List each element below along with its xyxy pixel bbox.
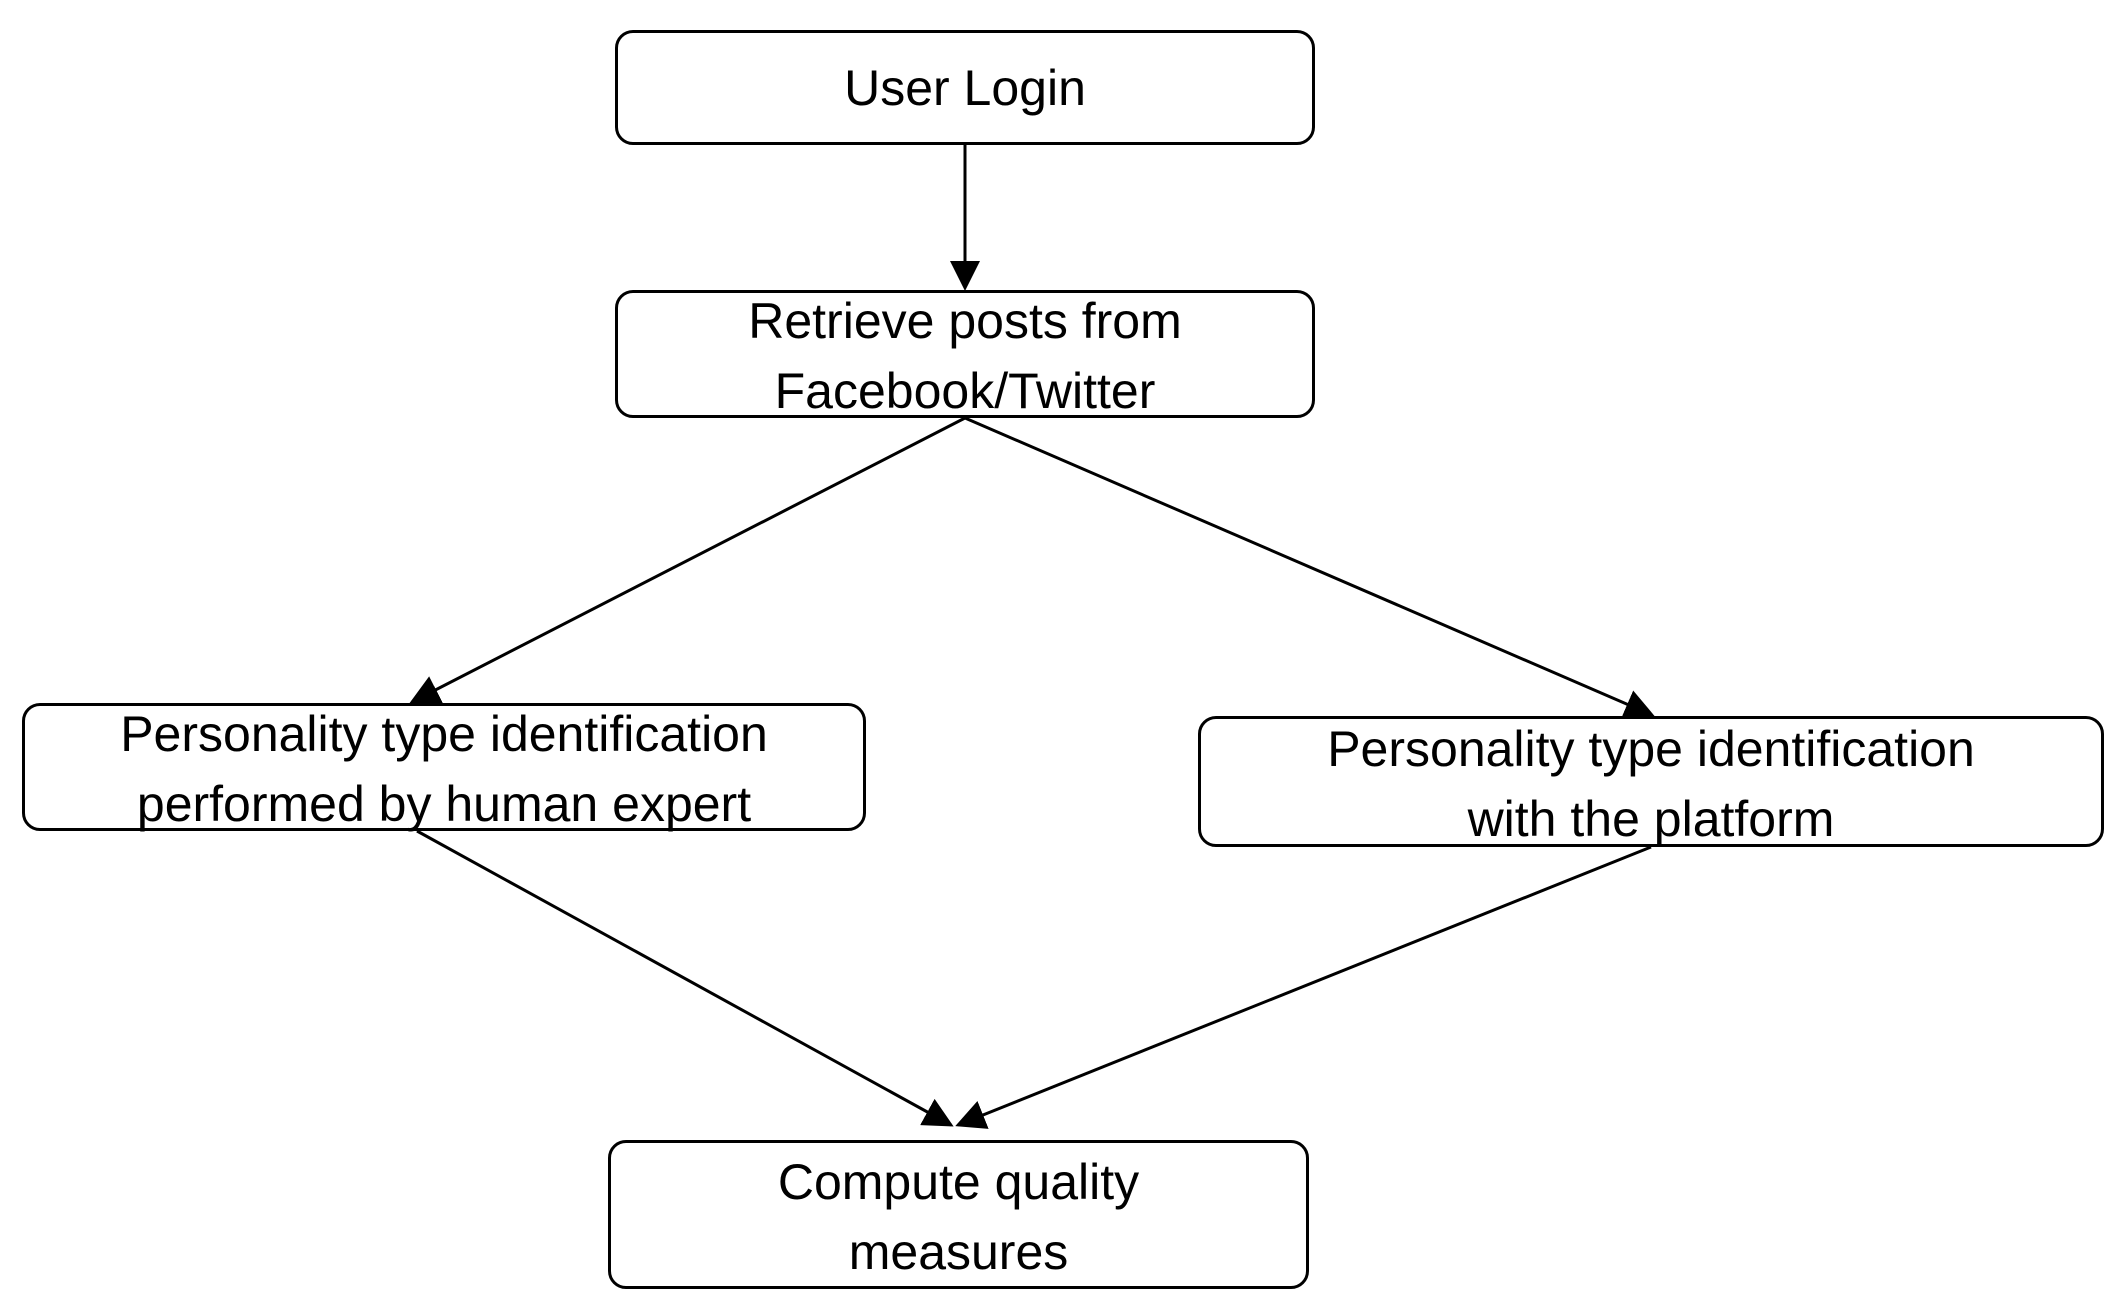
platform-node: Personality type identification with the… bbox=[1198, 716, 2104, 847]
arrow-retrieve-to-platform bbox=[964, 416, 1655, 719]
arrow-retrieve-to-human bbox=[409, 416, 966, 704]
arrow-human-to-compute bbox=[416, 829, 954, 1127]
human-expert-label: Personality type identification performe… bbox=[120, 706, 768, 832]
user-login-label: User Login bbox=[844, 59, 1086, 116]
compute-quality-measures-label: Compute quality measures bbox=[777, 1153, 1140, 1280]
retrieve-posts-label: Retrieve posts from Facebook/Twitter bbox=[748, 293, 1182, 419]
retrieve-posts-node: Retrieve posts from Facebook/Twitter bbox=[615, 290, 1315, 419]
arrow-platform-to-compute bbox=[955, 845, 1652, 1129]
compute-quality-measures-node: Compute quality measures bbox=[608, 1140, 1309, 1289]
platform-label: Personality type identification with the… bbox=[1327, 720, 1975, 847]
human-expert-node: Personality type identification performe… bbox=[22, 703, 866, 832]
user-login-node: User Login bbox=[615, 30, 1315, 145]
